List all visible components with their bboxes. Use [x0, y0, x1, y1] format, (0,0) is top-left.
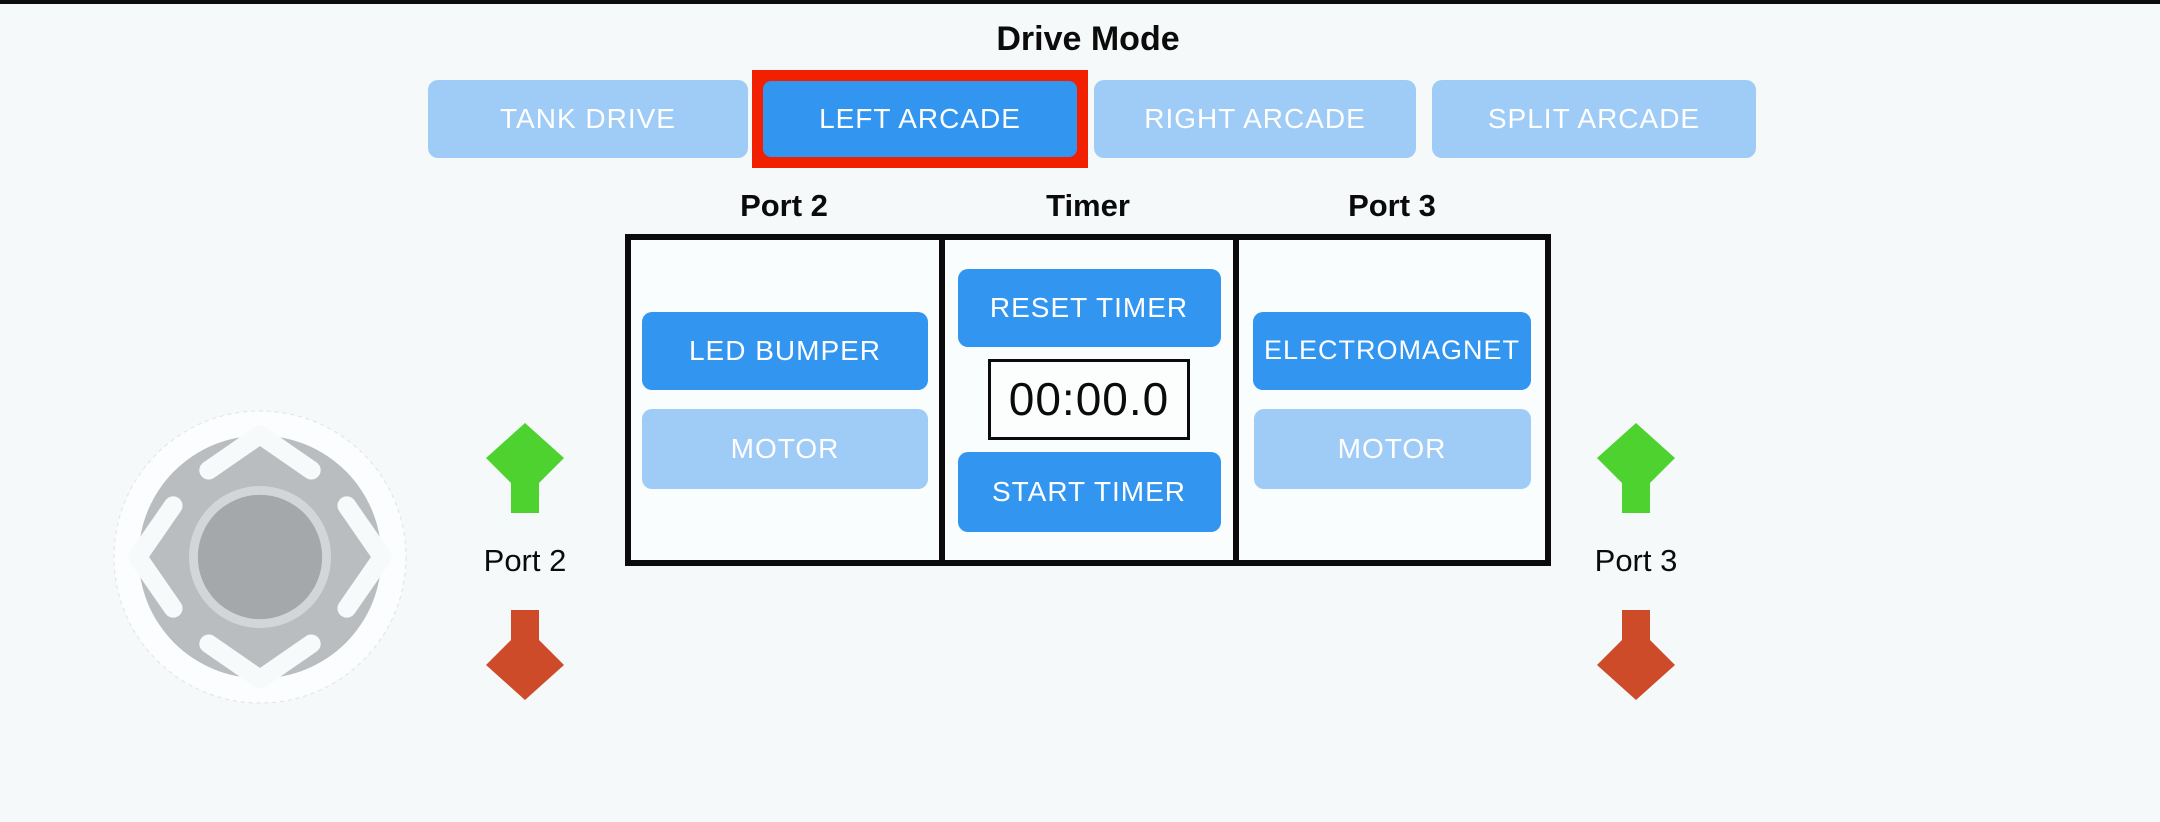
timer-column-header: Timer — [1046, 188, 1130, 223]
port3-column: ELECTROMAGNET MOTOR — [1239, 240, 1545, 560]
joystick-right-chevron-icon — [337, 496, 392, 618]
start-timer-button[interactable]: START TIMER — [957, 451, 1221, 532]
left-arcade-button[interactable]: LEFT ARCADE — [763, 81, 1077, 157]
selected-mode-outline: LEFT ARCADE — [752, 70, 1088, 168]
tank-drive-button[interactable]: TANK DRIVE — [428, 80, 748, 158]
led-bumper-button[interactable]: LED BUMPER — [642, 311, 928, 390]
port3-column-header: Port 3 — [1348, 188, 1436, 223]
red-down-arrow-icon — [1597, 610, 1675, 700]
port2-indicator-label: Port 2 — [483, 543, 567, 578]
right-arcade-button[interactable]: RIGHT ARCADE — [1094, 80, 1416, 158]
port2-motor-button[interactable]: MOTOR — [642, 408, 928, 489]
joystick[interactable] — [112, 409, 408, 705]
port3-up-arrow-button[interactable] — [1597, 423, 1675, 513]
page-title: Drive Mode — [996, 20, 1180, 58]
port2-down-arrow-button[interactable] — [486, 610, 564, 700]
joystick-down-chevron-icon — [199, 634, 321, 689]
top-border — [0, 0, 2160, 4]
port3-down-arrow-button[interactable] — [1597, 610, 1675, 700]
port2-column-header: Port 2 — [740, 188, 828, 223]
panel-divider — [1233, 240, 1239, 560]
joystick-up-chevron-icon — [199, 425, 321, 480]
timer-display: 00:00.0 — [988, 358, 1190, 440]
panel-divider — [939, 240, 945, 560]
port3-indicator-label: Port 3 — [1594, 543, 1678, 578]
joystick-knob[interactable] — [197, 494, 323, 620]
port2-column: LED BUMPER MOTOR — [631, 240, 939, 560]
green-up-arrow-icon — [1597, 423, 1675, 513]
control-panel: LED BUMPER MOTOR RESET TIMER 00:00.0 STA… — [625, 234, 1551, 566]
port3-motor-button[interactable]: MOTOR — [1253, 408, 1531, 489]
red-down-arrow-icon — [486, 610, 564, 700]
joystick-left-chevron-icon — [128, 496, 183, 618]
split-arcade-button[interactable]: SPLIT ARCADE — [1432, 80, 1756, 158]
electromagnet-button[interactable]: ELECTROMAGNET — [1253, 311, 1531, 390]
timer-column: RESET TIMER 00:00.0 START TIMER — [945, 240, 1233, 560]
green-up-arrow-icon — [486, 423, 564, 513]
reset-timer-button[interactable]: RESET TIMER — [957, 268, 1221, 347]
port2-up-arrow-button[interactable] — [486, 423, 564, 513]
